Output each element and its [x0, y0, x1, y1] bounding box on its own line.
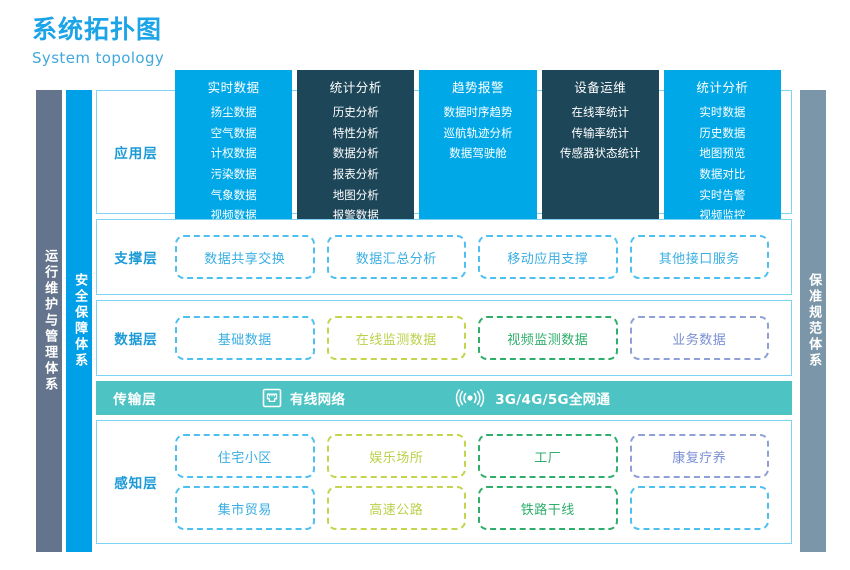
pill-item[interactable]: 数据汇总分析	[326, 235, 466, 279]
application-item[interactable]: 气象数据	[210, 187, 257, 202]
sidebar-standards-system: 保准规范体系	[800, 90, 826, 552]
support-item-row: 数据共享交换数据汇总分析移动应用支撑其他接口服务	[175, 235, 791, 279]
pill-item[interactable]: 工厂	[478, 434, 618, 478]
application-item[interactable]: 数据驾驶舱	[449, 146, 507, 161]
layer-support-label: 支撑层	[114, 251, 158, 267]
application-panel-title: 统计分析	[696, 80, 749, 96]
application-item-list: 实时数据历史数据地图预览数据对比实时告警视频监控	[668, 103, 777, 225]
layer-application-label: 应用层	[114, 146, 158, 162]
layer-transmission-body: 有线网络 3G/4G/5G全网通	[174, 388, 792, 408]
layer-transmission-label: 传输层	[113, 392, 157, 408]
application-panel[interactable]: 实时数据扬尘数据空气数据计权数据污染数据气象数据视频数据	[175, 70, 293, 234]
application-panel-group: 实时数据扬尘数据空气数据计权数据污染数据气象数据视频数据统计分析历史分析特性分析…	[175, 70, 791, 234]
application-item[interactable]: 空气数据	[210, 125, 257, 140]
sidebar-security-label: 安全保障体系	[72, 273, 88, 369]
layer-perception: 感知层 住宅小区娱乐场所工厂康复疗养集市贸易高速公路铁路干线	[96, 420, 792, 544]
ethernet-port-icon	[262, 388, 282, 408]
application-item[interactable]: 历史分析	[332, 105, 379, 120]
layer-data: 数据层 基础数据在线监测数据视频监测数据业务数据	[96, 300, 792, 376]
pill-item[interactable]: 在线监测数据	[326, 316, 466, 360]
pill-placeholder	[629, 486, 769, 530]
pill-item[interactable]: 住宅小区	[175, 434, 315, 478]
application-panel[interactable]: 设备运维在线率统计传输率统计传感器状态统计	[541, 70, 659, 234]
layer-data-body: 基础数据在线监测数据视频监测数据业务数据	[175, 316, 791, 360]
application-item[interactable]: 视频监控	[699, 208, 746, 223]
pill-item[interactable]: 视频监测数据	[478, 316, 618, 360]
pill-item[interactable]: 高速公路	[326, 486, 466, 530]
application-item[interactable]: 地图分析	[332, 187, 379, 202]
layer-transmission: 传输层 有线网络	[96, 381, 792, 415]
pill-item[interactable]: 其他接口服务	[629, 235, 769, 279]
layer-application-body: 实时数据扬尘数据空气数据计权数据污染数据气象数据视频数据统计分析历史分析特性分析…	[175, 70, 791, 234]
application-item[interactable]: 实时告警	[699, 187, 746, 202]
application-panel-title: 趋势报警	[452, 80, 505, 96]
application-panel[interactable]: 趋势报警数据时序趋势巡航轨迹分析数据驾驶舱	[419, 70, 537, 234]
sidebar-operations-management: 运行维护与管理体系	[36, 90, 62, 552]
application-item-list: 数据时序趋势巡航轨迹分析数据驾驶舱	[423, 103, 532, 163]
application-panel[interactable]: 统计分析实时数据历史数据地图预览数据对比实时告警视频监控	[663, 70, 782, 234]
pill-item[interactable]: 集市贸易	[175, 486, 315, 530]
pill-item[interactable]: 业务数据	[629, 316, 769, 360]
transmission-wireless-label: 3G/4G/5G全网通	[495, 392, 611, 408]
application-item[interactable]: 数据分析	[332, 146, 379, 161]
data-item-row: 基础数据在线监测数据视频监测数据业务数据	[175, 316, 791, 360]
sidebar-standards-label: 保准规范体系	[806, 273, 822, 369]
layer-data-label: 数据层	[114, 332, 158, 348]
application-item[interactable]: 计权数据	[210, 146, 257, 161]
layer-perception-body: 住宅小区娱乐场所工厂康复疗养集市贸易高速公路铁路干线	[175, 434, 791, 530]
pill-item[interactable]: 铁路干线	[478, 486, 618, 530]
page-title: 系统拓扑图	[32, 15, 163, 44]
application-item[interactable]: 地图预览	[699, 146, 746, 161]
application-item[interactable]: 数据对比	[699, 167, 746, 181]
application-item[interactable]: 传输率统计	[571, 125, 629, 140]
sidebar-security-system: 安全保障体系	[66, 90, 92, 552]
application-item[interactable]: 历史数据	[699, 125, 746, 140]
application-item[interactable]: 报表分析	[332, 167, 379, 181]
pill-item[interactable]: 数据共享交换	[175, 235, 315, 279]
perception-item-row: 住宅小区娱乐场所工厂康复疗养	[175, 434, 791, 478]
application-item-list: 历史分析特性分析数据分析报表分析地图分析报警数据	[301, 103, 410, 225]
perception-item-row: 集市贸易高速公路铁路干线	[175, 486, 791, 530]
layer-perception-label: 感知层	[114, 476, 158, 492]
transmission-wired-label: 有线网络	[290, 392, 346, 408]
application-item[interactable]: 特性分析	[332, 125, 379, 140]
layer-stack: 应用层 实时数据扬尘数据空气数据计权数据污染数据气象数据视频数据统计分析历史分析…	[96, 70, 792, 552]
layer-application: 应用层 实时数据扬尘数据空气数据计权数据污染数据气象数据视频数据统计分析历史分析…	[96, 70, 792, 234]
application-panel-title: 实时数据	[207, 80, 260, 96]
wireless-signal-icon	[453, 388, 487, 408]
application-item[interactable]: 数据时序趋势	[443, 105, 513, 120]
pill-item[interactable]: 基础数据	[175, 316, 315, 360]
application-item[interactable]: 扬尘数据	[210, 105, 257, 120]
pill-item[interactable]: 娱乐场所	[326, 434, 466, 478]
application-item[interactable]: 报警数据	[332, 208, 379, 223]
topology-diagram: 运行维护与管理体系 安全保障体系 应用层 实时数据扬尘数据空气数据计权数据污染数…	[36, 70, 826, 552]
sidebar-operations-label: 运行维护与管理体系	[42, 249, 58, 393]
application-item[interactable]: 实时数据	[699, 105, 746, 120]
application-item[interactable]: 在线率统计	[571, 105, 629, 120]
application-item[interactable]: 视频数据	[210, 208, 257, 223]
application-panel[interactable]: 统计分析历史分析特性分析数据分析报表分析地图分析报警数据	[297, 70, 415, 234]
application-panel-title: 统计分析	[329, 80, 382, 96]
transmission-wired: 有线网络	[262, 388, 345, 408]
application-item[interactable]: 污染数据	[210, 167, 257, 181]
application-panel-title: 设备运维	[574, 80, 627, 96]
page-header: 系统拓扑图 System topology	[0, 0, 850, 67]
page-subtitle: System topology	[32, 49, 165, 68]
application-item-list: 在线率统计传输率统计传感器状态统计	[546, 103, 655, 163]
application-item-list: 扬尘数据空气数据计权数据污染数据气象数据视频数据	[179, 103, 288, 225]
transmission-wireless: 3G/4G/5G全网通	[453, 388, 610, 408]
pill-item[interactable]: 移动应用支撑	[478, 235, 618, 279]
application-item[interactable]: 传感器状态统计	[559, 146, 641, 161]
pill-item[interactable]: 康复疗养	[629, 434, 769, 478]
application-item[interactable]: 巡航轨迹分析	[443, 125, 513, 140]
layer-support: 支撑层 数据共享交换数据汇总分析移动应用支撑其他接口服务	[96, 219, 792, 295]
layer-support-body: 数据共享交换数据汇总分析移动应用支撑其他接口服务	[175, 235, 791, 279]
